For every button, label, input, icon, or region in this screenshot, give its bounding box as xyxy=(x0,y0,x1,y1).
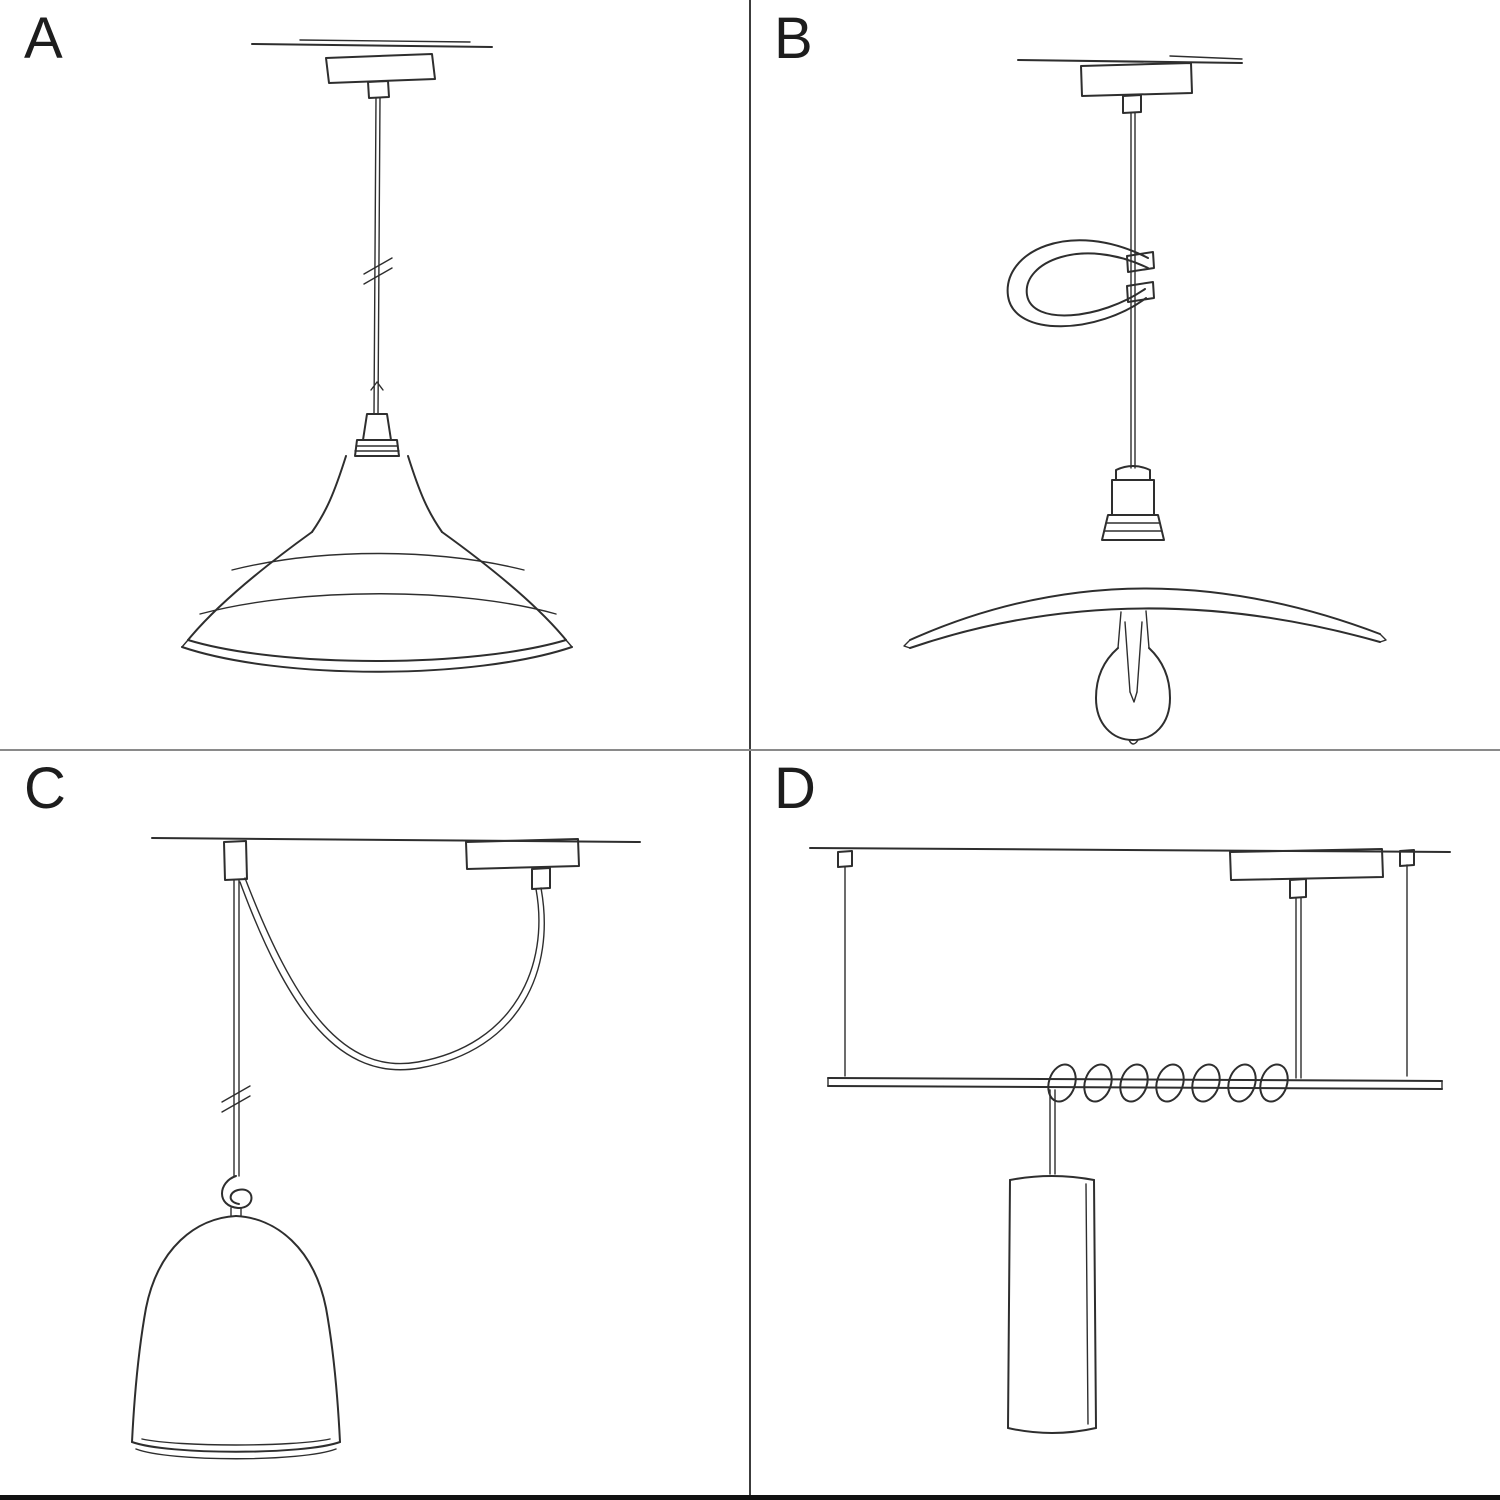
cylinder-tube-shade xyxy=(1007,1175,1097,1434)
pendant-coolie-shade-sketch xyxy=(181,39,573,673)
horizontal-divider xyxy=(0,749,1500,751)
bottom-border-line xyxy=(0,1495,1500,1500)
drop-cable xyxy=(1049,1089,1056,1175)
flat-plate-shade xyxy=(903,587,1387,649)
coiled-cable xyxy=(1047,1063,1289,1103)
panel-a: A xyxy=(0,0,750,750)
industrial-shade xyxy=(181,455,573,673)
panel-d: D xyxy=(750,750,1500,1500)
ceiling-rose xyxy=(1080,62,1193,114)
panel-b-label: B xyxy=(774,6,814,71)
panel-c: C xyxy=(0,750,750,1500)
lamp-holder xyxy=(1101,465,1165,541)
pendant-cable xyxy=(1295,897,1302,1079)
ceiling-line xyxy=(151,837,641,843)
ceiling-line xyxy=(809,847,1451,853)
ceiling-line xyxy=(1017,55,1243,64)
ceiling-line xyxy=(251,39,493,48)
ceiling-rose xyxy=(465,838,580,890)
drop-cable xyxy=(221,879,251,1177)
swag-hook xyxy=(223,840,248,881)
ceiling-rose xyxy=(325,53,436,99)
light-bulb xyxy=(1095,610,1171,745)
pendant-plate-shade-bulb-sketch xyxy=(903,55,1387,745)
panel-c-label: C xyxy=(24,756,67,821)
swag-cable xyxy=(239,877,545,1071)
lamp-holder xyxy=(354,413,400,457)
panel-a-label: A xyxy=(24,6,64,71)
horizontal-bar xyxy=(827,1077,1443,1090)
cable-knot xyxy=(221,1175,253,1217)
pendant-cable xyxy=(363,97,393,415)
panel-b: B xyxy=(750,0,1500,750)
swag-bell-shade-sketch xyxy=(131,837,641,1460)
bell-shade xyxy=(131,1215,341,1460)
bar-coiled-cable-tube-shade-sketch xyxy=(809,847,1451,1434)
suspension-wires xyxy=(837,849,1415,1077)
cable-clip-loop xyxy=(1006,239,1155,328)
panel-d-label: D xyxy=(774,756,817,821)
pendant-cable xyxy=(1130,112,1136,469)
ceiling-rose xyxy=(1229,848,1384,899)
